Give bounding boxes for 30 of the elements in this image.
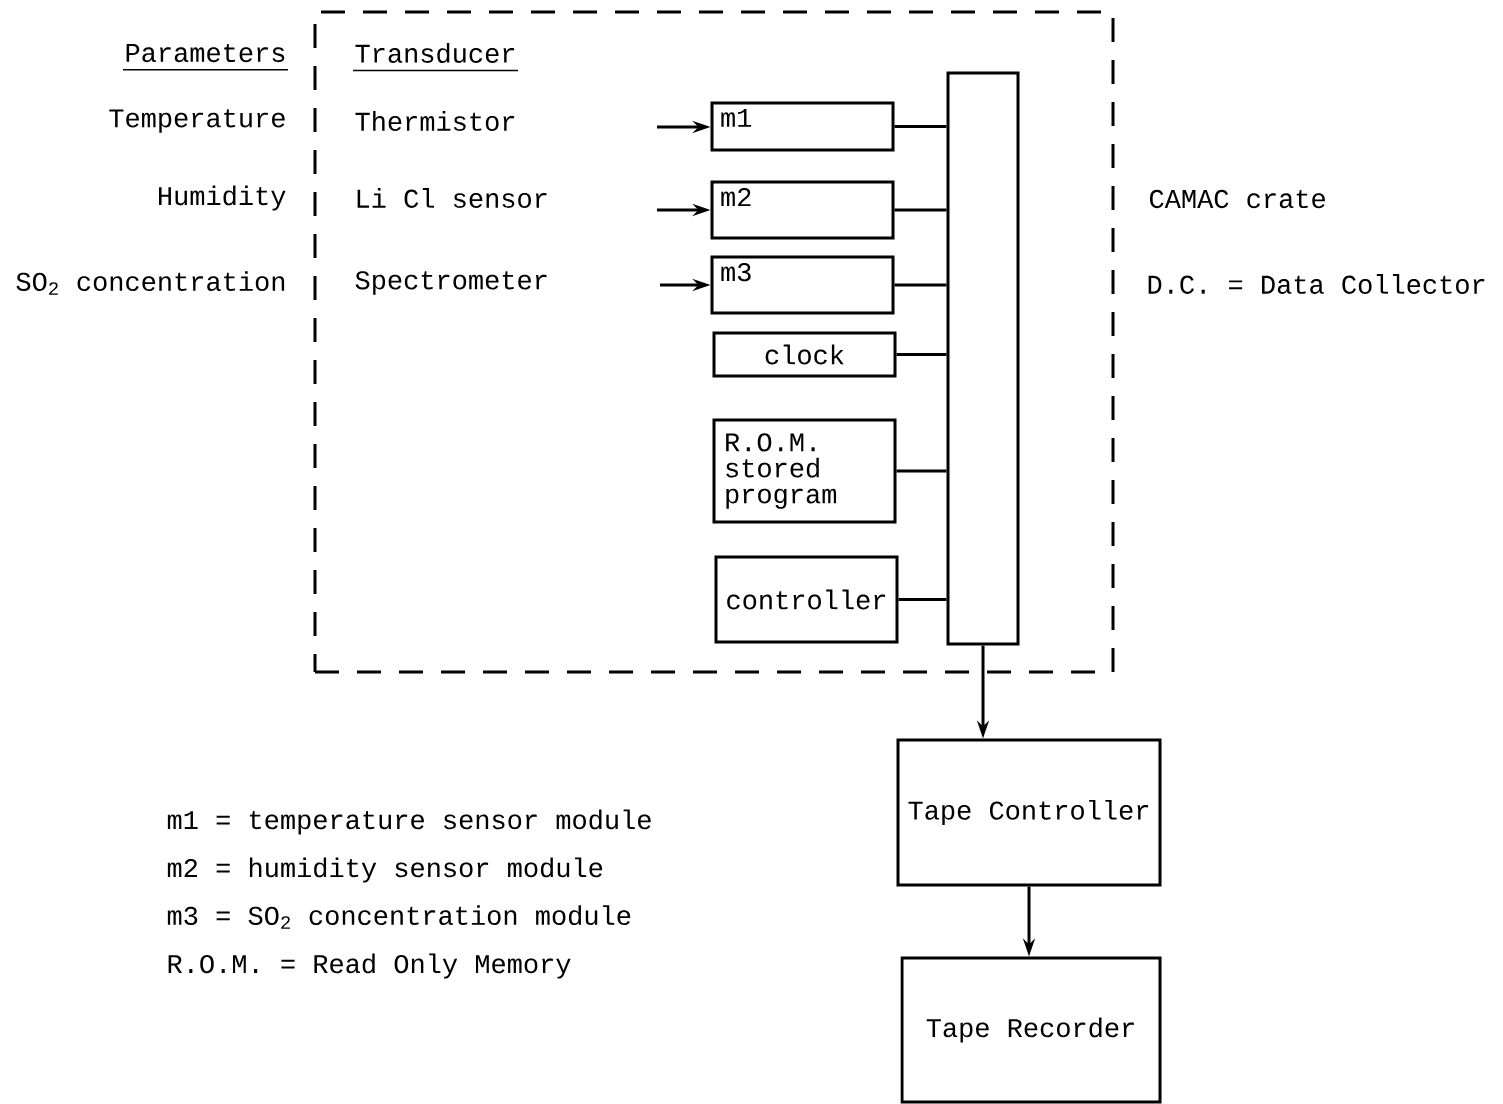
label-text: m2 = humidity sensor module (167, 857, 603, 883)
box-caption: CAMAC crate (1150, 189, 1325, 209)
label-text: D.C. = Data Collector (1148, 274, 1485, 294)
label-text: Spectrometer (355, 271, 547, 295)
column-heading: Transducer (352, 43, 519, 72)
module-box: m2 (710, 180, 895, 240)
label-text: R.O.M. = Read Only Memory (168, 953, 571, 979)
crate-outline (313, 10, 1115, 674)
label-text: Temperature (109, 109, 285, 133)
process-box: Tape Recorder (900, 956, 1162, 1104)
label-text: Thermistor (355, 111, 515, 131)
process-box: Tape Controller (896, 738, 1162, 887)
connector-line (898, 598, 947, 601)
label-text: Humidity (159, 185, 286, 211)
connector-line (894, 283, 947, 287)
label-text: Li Cl sensor (357, 188, 547, 208)
label-text: m1 = temperature sensor module (167, 809, 651, 835)
module-box: clock (712, 331, 897, 378)
module-box: m3 (710, 255, 895, 315)
module-box: R.O.M. stored program (712, 418, 897, 524)
data-bus-bar (946, 71, 1020, 646)
connector-line (896, 353, 947, 356)
connector-line (896, 469, 947, 473)
label-text: SO$_{2}$ concentration (16, 271, 285, 295)
connector-line (894, 125, 947, 128)
module-box: controller (714, 555, 899, 644)
label-text: m3 = SO$_{2}$ concentration module (167, 905, 631, 929)
connector-line (894, 208, 947, 212)
column-heading: Parameters (122, 43, 289, 71)
module-box: m1 (710, 101, 895, 152)
